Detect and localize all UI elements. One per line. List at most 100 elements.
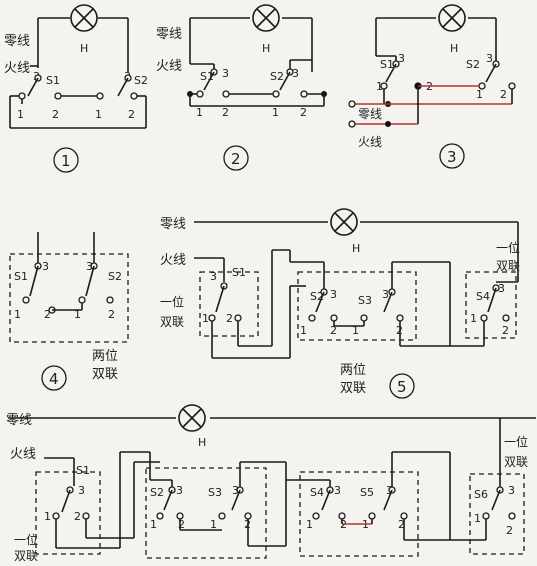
svg-text:3: 3 bbox=[210, 270, 217, 283]
svg-text:2: 2 bbox=[500, 88, 507, 101]
s1-label: S1 bbox=[46, 74, 60, 87]
panel-4-number: 4 bbox=[41, 365, 67, 391]
svg-text:1: 1 bbox=[476, 88, 483, 101]
hot-label: H bbox=[80, 42, 88, 55]
svg-text:S1: S1 bbox=[380, 58, 394, 71]
svg-text:2: 2 bbox=[178, 518, 185, 531]
svg-text:1: 1 bbox=[95, 108, 102, 121]
svg-text:S4: S4 bbox=[476, 290, 490, 303]
svg-text:1: 1 bbox=[306, 518, 313, 531]
svg-text:2: 2 bbox=[330, 324, 337, 337]
svg-text:3: 3 bbox=[292, 67, 299, 80]
svg-text:3: 3 bbox=[222, 67, 229, 80]
svg-text:1: 1 bbox=[14, 308, 21, 321]
svg-text:1: 1 bbox=[272, 106, 279, 119]
svg-text:S4: S4 bbox=[310, 486, 324, 499]
svg-text:2: 2 bbox=[108, 308, 115, 321]
svg-text:3: 3 bbox=[382, 288, 389, 301]
lamp-icon bbox=[252, 4, 280, 32]
live-label: 火线 bbox=[160, 253, 186, 268]
svg-text:H: H bbox=[450, 42, 458, 55]
svg-text:3: 3 bbox=[86, 260, 93, 273]
panel-3-diagram: H S1 3 1 2 S2 3 1 2 零线 火线 3 bbox=[348, 4, 516, 169]
svg-text:3: 3 bbox=[498, 282, 505, 295]
svg-text:1: 1 bbox=[300, 324, 307, 337]
svg-text:2: 2 bbox=[502, 324, 509, 337]
svg-text:1: 1 bbox=[376, 80, 383, 93]
svg-text:S1: S1 bbox=[14, 270, 28, 283]
panel-4-diagram: S1 3 1 2 3 S2 1 2 两位 双联 4 bbox=[9, 232, 129, 391]
svg-text:S2: S2 bbox=[108, 270, 122, 283]
svg-text:S3: S3 bbox=[208, 486, 222, 499]
svg-text:1: 1 bbox=[474, 512, 481, 525]
svg-text:双联: 双联 bbox=[160, 315, 184, 329]
svg-text:3: 3 bbox=[176, 484, 183, 497]
svg-text:1: 1 bbox=[352, 324, 359, 337]
svg-text:2: 2 bbox=[300, 106, 307, 119]
svg-text:4: 4 bbox=[49, 370, 59, 388]
live-label: 火线 bbox=[358, 135, 382, 149]
svg-text:5: 5 bbox=[397, 378, 407, 396]
neutral-label: 零线 bbox=[358, 107, 382, 121]
svg-text:一位: 一位 bbox=[160, 294, 184, 309]
svg-text:3: 3 bbox=[486, 52, 493, 65]
svg-text:2: 2 bbox=[222, 106, 229, 119]
lamp-icon bbox=[70, 4, 98, 32]
svg-text:1: 1 bbox=[470, 312, 477, 325]
panel-2-number: 2 bbox=[223, 145, 249, 171]
svg-text:3: 3 bbox=[447, 148, 457, 166]
svg-text:2: 2 bbox=[74, 510, 81, 523]
svg-text:S5: S5 bbox=[360, 486, 374, 499]
svg-text:一位: 一位 bbox=[496, 240, 520, 255]
double-gang-label-1: 两位 bbox=[92, 349, 118, 364]
svg-text:一位: 一位 bbox=[504, 434, 528, 449]
svg-text:3: 3 bbox=[42, 260, 49, 273]
svg-text:3: 3 bbox=[398, 52, 405, 65]
double-gang-label-2: 双联 bbox=[92, 367, 118, 382]
lamp-icon bbox=[330, 208, 358, 236]
lamp-icon bbox=[438, 4, 466, 32]
lamp-icon bbox=[178, 404, 206, 432]
svg-text:双联: 双联 bbox=[496, 259, 520, 273]
panel-1-number: 1 bbox=[53, 147, 79, 173]
panel-5-number: 5 bbox=[389, 373, 415, 399]
svg-text:3: 3 bbox=[334, 484, 341, 497]
svg-text:双联: 双联 bbox=[14, 549, 38, 562]
svg-text:1: 1 bbox=[61, 152, 71, 170]
live-label: 火线 bbox=[156, 59, 182, 74]
svg-text:双联: 双联 bbox=[504, 455, 528, 469]
neutral-label: 零线 bbox=[6, 413, 32, 428]
svg-text:2: 2 bbox=[226, 312, 233, 325]
svg-text:一位: 一位 bbox=[14, 532, 38, 547]
svg-text:两位: 两位 bbox=[340, 363, 366, 378]
svg-text:1: 1 bbox=[74, 308, 81, 321]
svg-text:1: 1 bbox=[17, 108, 24, 121]
live-label: 火线 bbox=[10, 447, 36, 462]
svg-text:2: 2 bbox=[398, 518, 405, 531]
svg-text:1: 1 bbox=[150, 518, 157, 531]
s2-label: S2 bbox=[134, 74, 148, 87]
svg-text:S1: S1 bbox=[76, 464, 90, 477]
svg-text:H: H bbox=[262, 42, 270, 55]
svg-text:1: 1 bbox=[196, 106, 203, 119]
neutral-label: 零线 bbox=[156, 27, 182, 42]
svg-text:2: 2 bbox=[506, 524, 513, 537]
panel-5-diagram: 零线 火线 H 3 S1 1 2 一位 双联 S2 3 1 2 S3 bbox=[160, 208, 520, 399]
svg-text:S1: S1 bbox=[232, 266, 246, 279]
svg-text:S6: S6 bbox=[474, 488, 488, 501]
svg-text:2: 2 bbox=[231, 150, 241, 168]
svg-text:3: 3 bbox=[232, 484, 239, 497]
svg-text:1: 1 bbox=[44, 510, 51, 523]
svg-text:1: 1 bbox=[210, 518, 217, 531]
svg-text:2: 2 bbox=[44, 308, 51, 321]
svg-text:H: H bbox=[352, 242, 360, 255]
svg-text:2: 2 bbox=[52, 108, 59, 121]
panel-1-diagram: 零线 火线 H S1 3 1 2 3 S2 1 2 1 bbox=[4, 4, 148, 173]
live-label: 火线 bbox=[4, 61, 30, 76]
panel-3-number: 3 bbox=[439, 143, 465, 169]
svg-text:3: 3 bbox=[330, 288, 337, 301]
svg-text:S2: S2 bbox=[466, 58, 480, 71]
panel-2-diagram: 零线 火线 H S1 3 1 2 S2 3 1 2 bbox=[156, 4, 327, 171]
neutral-label: 零线 bbox=[4, 34, 30, 49]
